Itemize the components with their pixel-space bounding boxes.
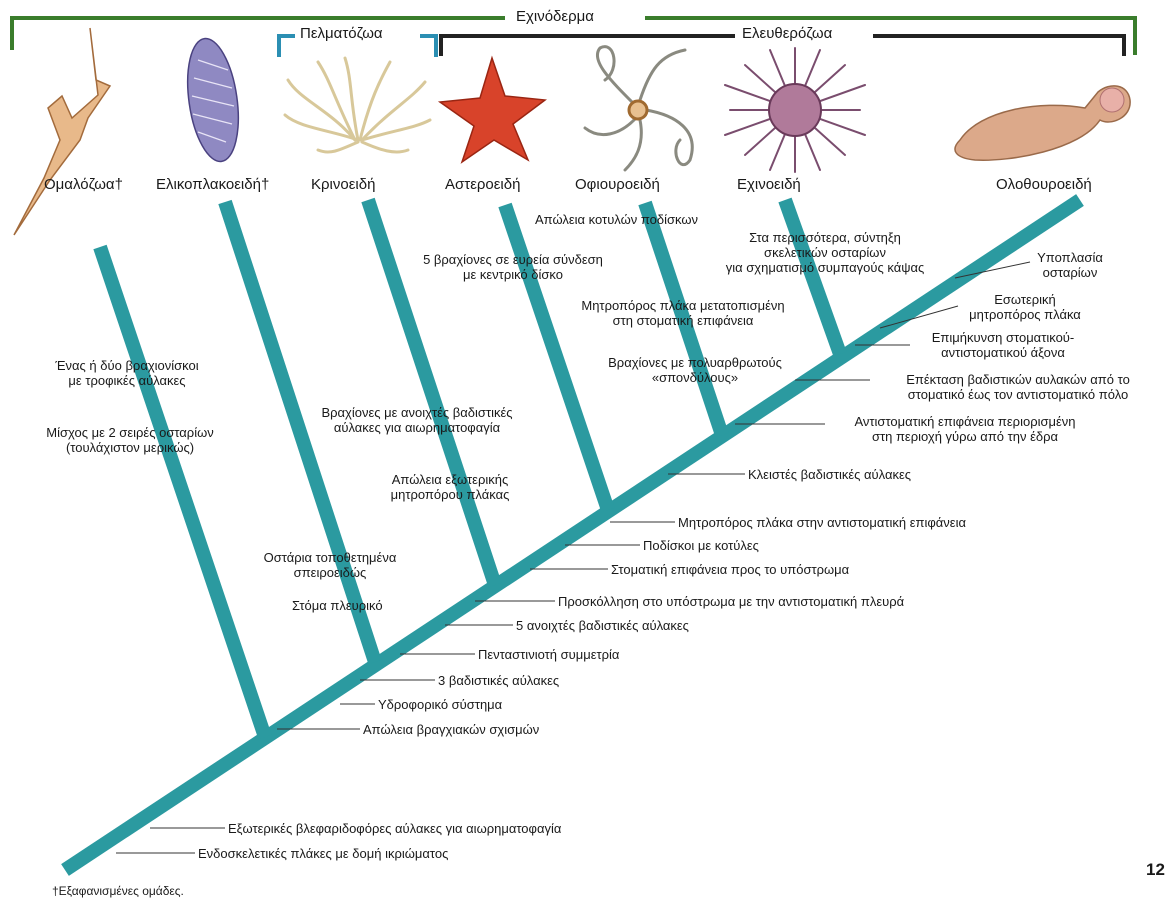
char-tube-feet-suckers: Ποδίσκοι με κοτύλες — [643, 538, 759, 553]
char-sucker-loss: Απώλεια κοτυλών ποδίσκων — [535, 212, 698, 227]
char-aboral-attachment: Προσκόλληση στο υπόστρωμα με την αντιστο… — [558, 594, 904, 609]
ophiuroidea-illustration — [585, 47, 692, 170]
char-ciliated-grooves: Εξωτερικές βλεφαριδοφόρες αύλακες για αι… — [228, 821, 561, 836]
holothuroidea-illustration — [955, 86, 1130, 160]
eleutherozoa-title: Ελευθερόζωα — [738, 25, 836, 42]
branch-echinoidea — [785, 200, 840, 354]
taxon-helicoplacoidea: Ελικοπλακοειδή† — [156, 176, 269, 193]
char-five-grooves: 5 ανοιχτές βαδιστικές αύλακες — [516, 618, 689, 633]
char-stem: Μίσχος με 2 σειρές οσταρίων(τουλάχιστον … — [30, 425, 230, 455]
char-madreporite-aboral: Μητροπόρος πλάκα στην αντιστοματική επιφ… — [678, 515, 966, 530]
taxon-asteroidea: Αστεροειδή — [445, 176, 520, 193]
char-three-grooves: 3 βαδιστικές αύλακες — [438, 673, 559, 688]
char-axis-elongation: Επιμήκυνση στοματικού-αντιστοματικού άξο… — [908, 330, 1098, 360]
crinoidea-illustration — [285, 58, 430, 152]
char-gill-slit-loss: Απώλεια βραγχιακών σχισμών — [363, 722, 539, 737]
helicoplacoidea-illustration — [181, 35, 246, 164]
echinoidea-illustration — [725, 48, 865, 172]
taxon-holothuroidea: Ολοθουροειδή — [996, 176, 1092, 193]
char-water-vascular: Υδροφορικό σύστημα — [378, 697, 502, 712]
taxon-homalozoa: Ομαλόζωα† — [44, 176, 123, 193]
char-closed-grooves: Κλειστές βαδιστικές αύλακες — [748, 467, 911, 482]
char-oral-down: Στοματική επιφάνεια προς το υπόστρωμα — [611, 562, 849, 577]
branch-homalozoa — [100, 247, 265, 737]
pelmatozoa-title: Πελματόζωα — [296, 25, 387, 42]
footnote: †Εξαφανισμένες ομάδες. — [52, 884, 184, 898]
char-pentaradial: Πενταστινιοτή συμμετρία — [478, 647, 619, 662]
taxon-ophiuroidea: Οφιουροειδή — [575, 176, 660, 193]
char-lateral-mouth: Στόμα πλευρικό — [292, 598, 383, 613]
char-stereom-plates: Ενδοσκελετικές πλάκες με δομή ικριώματος — [198, 846, 448, 861]
page-number: 12 — [1146, 860, 1165, 880]
echinoderm-title: Εχινόδερμα — [512, 8, 598, 25]
taxon-crinoidea: Κρινοειδή — [311, 176, 375, 193]
asteroidea-illustration — [440, 58, 545, 162]
homalozoa-illustration — [14, 28, 110, 235]
char-vertebrae: Βραχίονες με πολυαρθρωτούς«σπονδύλους» — [575, 355, 815, 385]
taxon-echinoidea: Εχινοειδή — [737, 176, 801, 193]
